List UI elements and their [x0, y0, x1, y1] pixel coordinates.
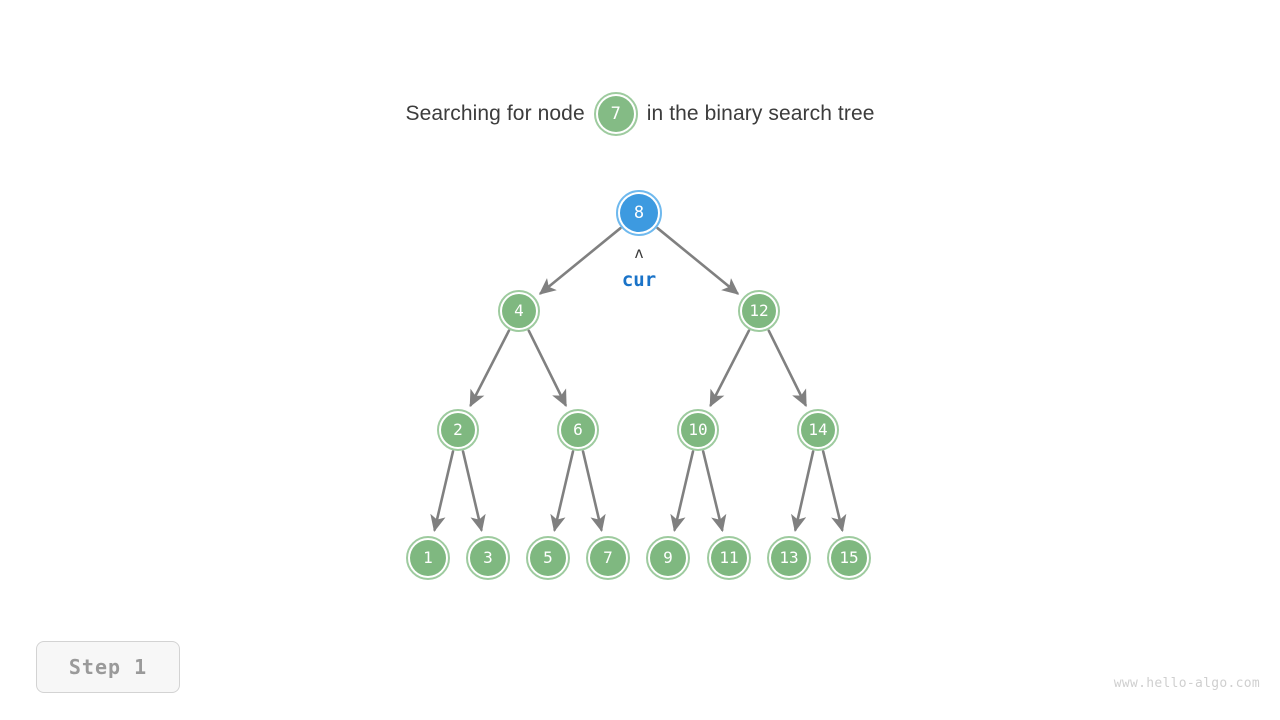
tree-edge: [527, 329, 567, 408]
node-fill: [530, 540, 566, 576]
node-value: 4: [514, 301, 524, 320]
cur-pointer: ʌ cur: [579, 246, 699, 290]
node-ring: [707, 536, 751, 580]
node-value: 11: [719, 548, 739, 567]
tree-node-7[interactable]: 7: [586, 536, 630, 580]
tree-edge: [550, 450, 575, 533]
tree-node-3[interactable]: 3: [466, 536, 510, 580]
node-value: 13: [779, 548, 799, 567]
node-ring: [677, 409, 719, 451]
node-ring: [498, 290, 540, 332]
title-badge-value: 7: [597, 96, 634, 132]
node-fill: [771, 540, 807, 576]
node-value: 12: [749, 301, 769, 320]
node-fill: [742, 294, 776, 328]
tree-node-5[interactable]: 5: [526, 536, 570, 580]
tree-edge: [461, 450, 486, 533]
node-fill: [502, 294, 536, 328]
node-value: 7: [603, 548, 613, 567]
tree-edge: [791, 450, 815, 532]
node-fill: [561, 413, 595, 447]
node-fill: [831, 540, 867, 576]
tree-node-1[interactable]: 1: [406, 536, 450, 580]
node-value: 1: [423, 548, 433, 567]
node-fill: [711, 540, 747, 576]
tree-edge: [670, 450, 695, 533]
title-badge-ring: [593, 92, 638, 136]
tree-node-9[interactable]: 9: [646, 536, 690, 580]
node-fill: [801, 413, 835, 447]
tree-node-4[interactable]: 4: [498, 290, 540, 332]
tree-edge: [430, 450, 455, 533]
node-ring: [827, 536, 871, 580]
node-ring: [646, 536, 690, 580]
tree-edge: [767, 329, 807, 408]
node-value: 15: [839, 548, 859, 567]
tree-node-12[interactable]: 12: [738, 290, 780, 332]
title-prefix: Searching for node: [405, 102, 585, 125]
node-fill: [650, 540, 686, 576]
node-ring: [616, 190, 662, 236]
node-fill: [470, 540, 506, 576]
node-fill: [681, 413, 715, 447]
node-ring: [767, 536, 811, 580]
tree-node-13[interactable]: 13: [767, 536, 811, 580]
tree-node-15[interactable]: 15: [827, 536, 871, 580]
cur-pointer-label: cur: [621, 269, 657, 291]
tree-node-11[interactable]: 11: [707, 536, 751, 580]
tree-edge: [709, 329, 751, 408]
watermark: www.hello-algo.com: [1113, 676, 1260, 691]
node-value: 6: [573, 420, 583, 439]
page-title: Searching for node 7 in the binary searc…: [0, 92, 1280, 136]
node-ring: [797, 409, 839, 451]
node-ring: [437, 409, 479, 451]
node-ring: [526, 536, 570, 580]
node-value: 2: [453, 420, 463, 439]
node-value: 5: [543, 548, 553, 567]
node-fill: [590, 540, 626, 576]
step-badge: Step 1: [36, 641, 180, 693]
tree-node-14[interactable]: 14: [797, 409, 839, 451]
title-target-node-badge: 7: [593, 92, 638, 136]
caret-up-icon: ʌ: [634, 244, 644, 262]
tree-edge: [701, 450, 727, 533]
tree-edge: [538, 226, 622, 295]
node-value: 8: [633, 202, 645, 223]
tree-edge: [821, 450, 847, 533]
tree-edge: [469, 329, 511, 408]
title-suffix: in the binary search tree: [646, 102, 875, 125]
node-fill: [620, 194, 658, 232]
node-value: 14: [808, 420, 828, 439]
node-ring: [406, 536, 450, 580]
node-fill: [410, 540, 446, 576]
node-ring: [557, 409, 599, 451]
node-ring: [738, 290, 780, 332]
node-ring: [586, 536, 630, 580]
node-value: 10: [688, 420, 708, 439]
node-value: 3: [483, 548, 493, 567]
tree-node-2[interactable]: 2: [437, 409, 479, 451]
tree-node-10[interactable]: 10: [677, 409, 719, 451]
node-ring: [466, 536, 510, 580]
node-fill: [441, 413, 475, 447]
tree-node-8[interactable]: 8: [616, 190, 662, 236]
tree-edge: [656, 226, 740, 295]
tree-node-6[interactable]: 6: [557, 409, 599, 451]
tree-edge: [581, 450, 606, 533]
node-value: 9: [663, 548, 673, 567]
